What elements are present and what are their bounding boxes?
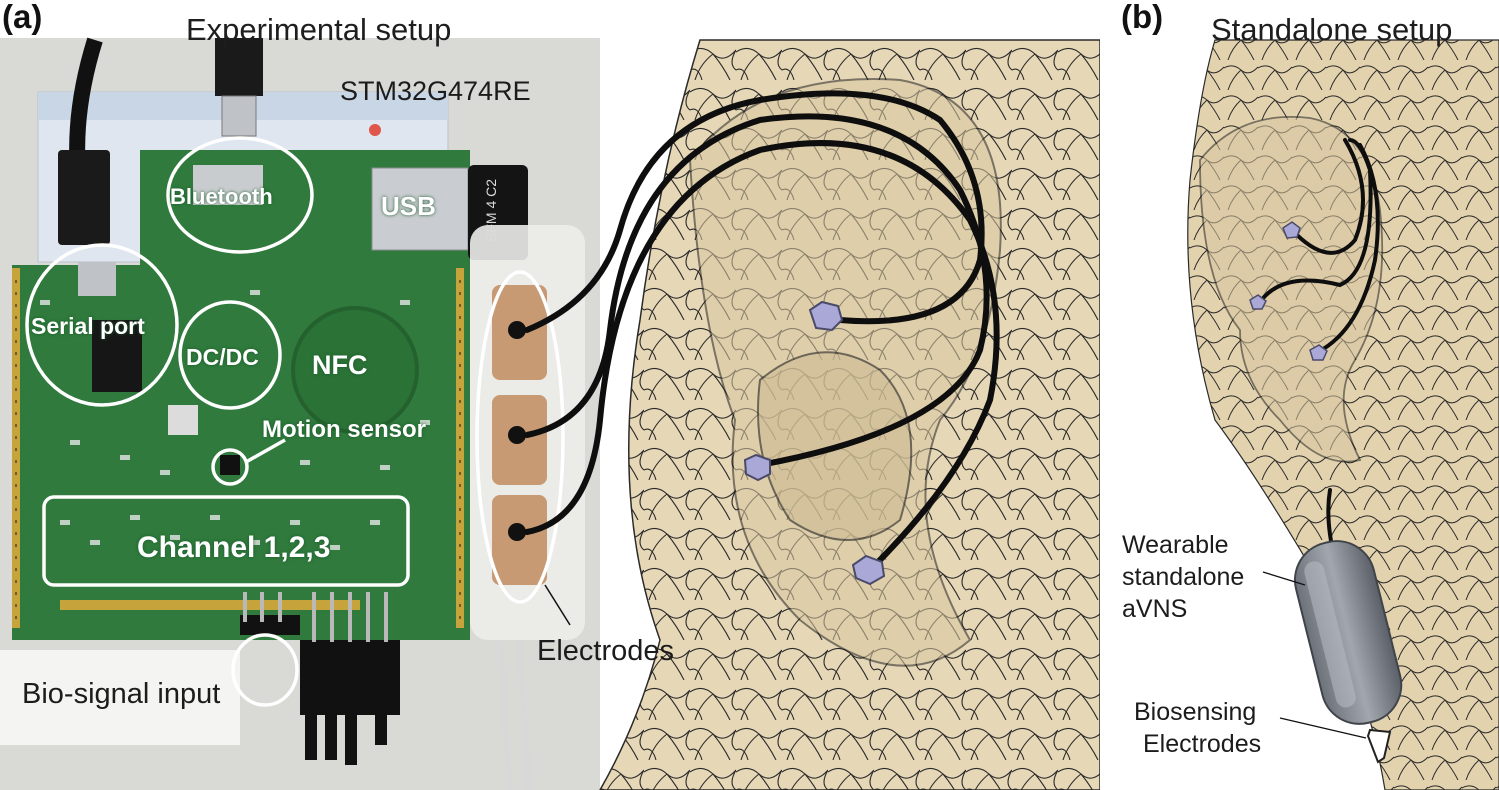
pcb-annotations xyxy=(25,136,565,707)
usb-stick-label: SFM 4 C2 xyxy=(483,178,499,242)
device-label-line3: aVNS xyxy=(1122,595,1188,623)
electrode-cables-b xyxy=(1256,138,1380,562)
serial-port-label: Serial port xyxy=(31,313,145,339)
wearable-device xyxy=(1293,540,1403,725)
bio-signal-label: Bio-signal input xyxy=(22,678,221,710)
device-label-line1: Wearable xyxy=(1122,531,1229,559)
ear-model-a xyxy=(524,39,1101,790)
sensing-label-line2: Electrodes xyxy=(1143,730,1262,758)
device-label-line2: standalone xyxy=(1122,563,1245,591)
electrode-cables-a xyxy=(524,90,1000,568)
bluetooth-label: Bluetooth xyxy=(170,184,273,209)
ear-model-b xyxy=(1187,39,1499,790)
channel-label: Channel 1,2,3 xyxy=(137,531,331,564)
motion-sensor-label: Motion sensor xyxy=(262,416,427,443)
usb-label: USB xyxy=(381,191,436,221)
sensing-label-line1: Biosensing xyxy=(1134,698,1257,726)
panel-b-letter: (b) xyxy=(1121,0,1164,35)
panel-a-letter: (a) xyxy=(2,0,43,35)
panel-a-title: Experimental setup xyxy=(186,12,452,47)
electrodes-label: Electrodes xyxy=(537,635,675,667)
nfc-label: NFC xyxy=(312,350,368,380)
mcu-label: STM32G474RE xyxy=(340,76,531,106)
panel-b-title: Standalone setup xyxy=(1211,12,1453,47)
dcdc-label: DC/DC xyxy=(186,344,259,370)
